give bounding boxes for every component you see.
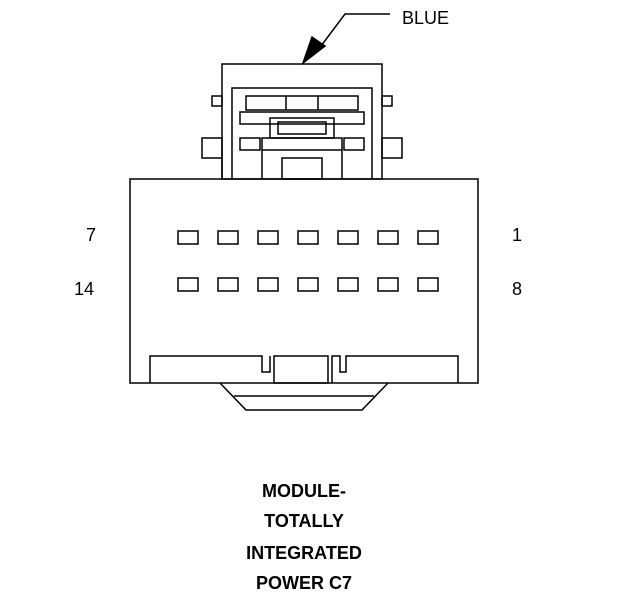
pin-cavity-4 bbox=[297, 230, 319, 245]
pin-cavity-9 bbox=[377, 277, 399, 292]
title-line-4: POWER C7 bbox=[255, 573, 352, 593]
pin-cavity-10 bbox=[337, 277, 359, 292]
pin-cavity-13 bbox=[217, 277, 239, 292]
pin-cavity-7 bbox=[177, 230, 199, 245]
title-line-3: INTEGRATED bbox=[246, 543, 362, 563]
color-leader-line bbox=[317, 13, 390, 51]
title-line-1: MODULE- bbox=[262, 481, 346, 501]
pin-cavities bbox=[177, 230, 439, 292]
connector-body bbox=[129, 178, 479, 384]
pin-cavity-11 bbox=[297, 277, 319, 292]
pin-label-14: 14 bbox=[74, 279, 95, 299]
pin-cavity-6 bbox=[217, 230, 239, 245]
pin-cavity-8 bbox=[417, 277, 439, 292]
pin-cavity-1 bbox=[417, 230, 439, 245]
connector-bottom-lip bbox=[219, 382, 389, 411]
pin-cavity-2 bbox=[377, 230, 399, 245]
pin-cavity-14 bbox=[177, 277, 199, 292]
pin-cavity-3 bbox=[337, 230, 359, 245]
pin-label-7: 7 bbox=[86, 225, 97, 245]
pin-cavity-5 bbox=[257, 230, 279, 245]
title-line-2: TOTALLY bbox=[264, 511, 344, 531]
connector-key-strip bbox=[149, 355, 459, 384]
connector-latch bbox=[201, 63, 403, 180]
pin-cavity-12 bbox=[257, 277, 279, 292]
pin-label-1: 1 bbox=[512, 225, 523, 245]
color-leader-arrow bbox=[301, 35, 327, 66]
housing-color-label: BLUE bbox=[402, 8, 450, 28]
pin-label-8: 8 bbox=[512, 279, 523, 299]
